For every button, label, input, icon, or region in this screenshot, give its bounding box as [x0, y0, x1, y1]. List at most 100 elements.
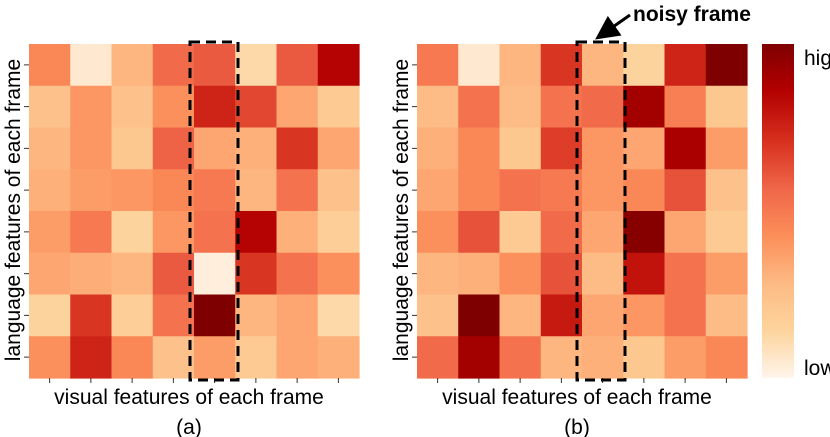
heatmap-cell: [499, 127, 542, 170]
heatmap-cell: [458, 336, 501, 379]
heatmap-cell: [276, 294, 319, 337]
heatmap-cell: [317, 252, 360, 296]
heatmap-cell: [111, 211, 154, 254]
heatmap-cell: [499, 169, 542, 212]
heatmap-cell: [705, 85, 748, 129]
heatmap-cell: [705, 211, 748, 254]
heatmap-cell: [458, 294, 501, 337]
heatmap-cell: [499, 294, 542, 337]
heatmap-cell: [582, 336, 624, 379]
heatmap-cell: [111, 44, 154, 87]
heatmap-cell: [664, 44, 707, 87]
heatmap-cell: [317, 211, 360, 254]
heatmap-cell: [623, 44, 666, 87]
heatmap-cell: [705, 252, 748, 296]
heatmap-cell: [317, 294, 360, 337]
heatmap-cell: [194, 252, 236, 296]
heatmap-cell: [194, 85, 236, 129]
heatmap-cell: [152, 294, 195, 337]
subtitle-b: (b): [564, 416, 590, 437]
heatmap-cell: [235, 44, 278, 87]
heatmap-cell: [29, 211, 71, 254]
heatmap-cell: [276, 169, 319, 212]
heatmap-b-ticks: [412, 64, 727, 383]
heatmap-cell: [111, 127, 154, 170]
heatmap-cell: [623, 252, 666, 296]
heatmap-cell: [582, 169, 624, 212]
heatmap-cell: [194, 169, 236, 212]
heatmap-cell: [623, 294, 666, 337]
noisy-frame-box-a: [188, 40, 240, 382]
heatmap-cell: [623, 336, 666, 379]
heatmap-cell: [499, 85, 542, 129]
heatmap-cell: [235, 127, 278, 170]
heatmap-panel-b: noisy frame visual features of each fram…: [390, 3, 751, 437]
heatmap-cell: [152, 211, 195, 254]
heatmap-cell: [417, 85, 459, 129]
heatmap-cell: [70, 44, 113, 87]
heatmap-cell: [152, 85, 195, 129]
heatmap-cell: [29, 294, 71, 337]
heatmap-cell: [623, 85, 666, 129]
subtitle-a: (a): [176, 416, 202, 437]
heatmap-cell: [664, 85, 707, 129]
xlabel-b: visual features of each frame: [442, 386, 712, 409]
heatmap-cell: [235, 85, 278, 129]
heatmap-cell: [111, 294, 154, 337]
heatmap-cell: [417, 211, 459, 254]
heatmap-cell: [235, 294, 278, 337]
heatmap-cell: [317, 127, 360, 170]
heatmap-cell: [70, 336, 113, 379]
heatmap-cell: [705, 336, 748, 379]
heatmap-b-cells: [417, 44, 748, 379]
heatmap-cell: [70, 127, 113, 170]
heatmap-cell: [235, 169, 278, 212]
heatmap-cell: [417, 127, 459, 170]
heatmap-cell: [276, 211, 319, 254]
heatmap-cell: [70, 294, 113, 337]
heatmap-cell: [458, 252, 501, 296]
heatmap-cell: [540, 44, 583, 87]
heatmap-cell: [29, 169, 71, 212]
heatmap-cell: [499, 252, 542, 296]
heatmap-cell: [582, 211, 624, 254]
heatmap-cell: [705, 127, 748, 170]
heatmap-cell: [276, 44, 319, 87]
noisy-frame-arrow: [595, 13, 631, 40]
heatmap-cell: [276, 336, 319, 379]
heatmap-cell: [235, 336, 278, 379]
heatmap-cell: [70, 252, 113, 296]
heatmap-cell: [664, 211, 707, 254]
heatmap-cell: [582, 294, 624, 337]
heatmap-cell: [194, 127, 236, 170]
heatmap-cell: [111, 169, 154, 212]
noisy-frame-annotation: noisy frame: [633, 3, 751, 26]
heatmap-cell: [499, 211, 542, 254]
heatmap-cell: [540, 252, 583, 296]
heatmap-cell: [29, 127, 71, 170]
heatmap-cell: [152, 44, 195, 87]
heatmap-cell: [194, 44, 236, 87]
xlabel-a: visual features of each frame: [54, 386, 324, 409]
heatmap-cell: [664, 169, 707, 212]
heatmap-cell: [29, 336, 71, 379]
colorbar-high-label: high: [804, 47, 830, 70]
heatmap-cell: [417, 252, 459, 296]
heatmap-cell: [664, 127, 707, 170]
heatmap-cell: [664, 252, 707, 296]
heatmap-cell: [705, 169, 748, 212]
heatmap-cell: [499, 44, 542, 87]
heatmap-cell: [29, 44, 71, 87]
heatmap-cell: [458, 169, 501, 212]
heatmap-cell: [235, 211, 278, 254]
heatmap-cell: [70, 85, 113, 129]
heatmap-a-cells: [29, 44, 360, 379]
heatmap-cell: [705, 294, 748, 337]
noisy-frame-box-b: [575, 40, 627, 382]
ylabel-a: language features of each frame: [2, 59, 25, 361]
heatmap-cell: [194, 211, 236, 254]
heatmap-cell: [317, 169, 360, 212]
heatmap-cell: [29, 252, 71, 296]
heatmap-cell: [623, 169, 666, 212]
